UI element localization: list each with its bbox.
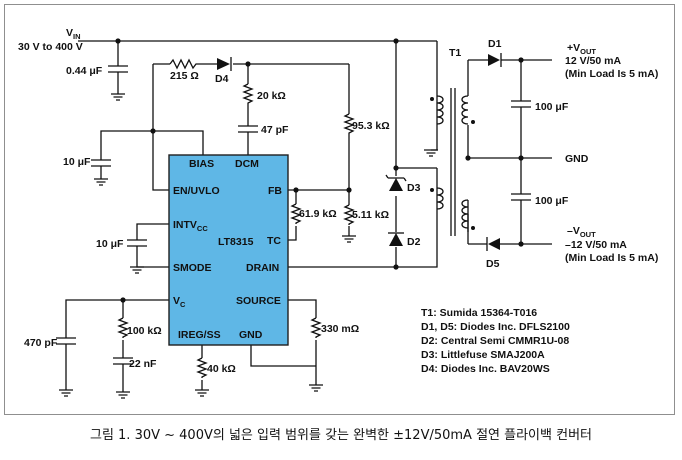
pin-source: SOURCE [236,295,281,307]
pin-tc: TC [267,235,281,247]
label-r-215: 215 Ω [170,70,199,82]
diode-d2 [388,232,404,246]
parts-list-item: D3: Littlefuse SMAJ200A [421,349,545,361]
diodes [217,53,502,251]
pin-smode: SMODE [173,262,212,274]
pin-vc: VC [173,295,186,309]
label-r-40k: 40 kΩ [207,363,236,375]
resistor-215 [169,58,198,70]
parts-list-item: D4: Diodes Inc. BAV20WS [421,363,550,375]
parts-list-item: D1, D5: Diodes Inc. DFLS2100 [421,321,570,333]
pin-gnd: GND [239,329,263,341]
label-d4: D4 [215,73,229,85]
label-c-47p: 47 pF [261,124,289,136]
label-c-470p: 470 pF [24,337,58,349]
pin-bias: BIAS [189,158,214,170]
vout-neg-min: (Min Load Is 5 mA) [565,252,658,264]
pin-ireg: IREG/SS [178,329,221,341]
figure-caption: 그림 1. 30V ~ 400V의 넓은 입력 범위를 갖는 완벽한 ±12V/… [89,428,592,443]
resistor-5k [343,204,355,225]
label-d2: D2 [407,236,421,248]
label-r-61k: 61.9 kΩ [299,208,337,220]
resistor-330m [310,317,322,338]
ground-symbols [59,93,438,399]
label-r-330m: 330 mΩ [321,323,359,335]
diode-d3 [385,174,407,191]
resistor-40k [196,357,208,378]
parts-list-item: D2: Central Semi CMMR1U-08 [421,335,569,347]
label-r-100k: 100 kΩ [127,325,162,337]
pin-en: EN/UVLO [173,185,220,197]
vin-range: 30 V to 400 V [18,41,83,53]
pin-intv: INTVCC [173,219,208,233]
vout-pos-spec: 12 V/50 mA [565,55,621,67]
vout-pos-label: +VOUT [567,42,596,56]
resistor-100k [117,317,129,338]
parts-list: T1: Sumida 15364-T016 D1, D5: Diodes Inc… [421,307,570,375]
label-c-out1: 100 μF [535,101,569,113]
ic-lt8315 [168,154,289,346]
label-d3: D3 [407,182,421,194]
label-c-22n: 22 nF [129,358,157,370]
ic-name: LT8315 [218,236,254,248]
diode-d5 [486,237,500,251]
vout-neg-spec: –12 V/50 mA [565,239,627,251]
pin-dcm: DCM [235,158,259,170]
vout-neg-label: –VOUT [567,225,596,239]
gnd-label: GND [565,153,589,165]
label-d1: D1 [488,38,502,50]
wires [56,40,552,392]
transformer-t1 [430,88,475,236]
resistor-20k [242,83,254,106]
label-t1: T1 [449,47,461,59]
label-c-intv: 10 μF [96,238,124,250]
pin-fb: FB [268,185,282,197]
vin-label: VIN [66,27,81,41]
label-r-20k: 20 kΩ [257,90,286,102]
resistor-61k [290,203,302,224]
diode-d4 [217,57,232,71]
label-c-out2: 100 μF [535,195,569,207]
resistors [117,58,355,378]
pin-drain: DRAIN [246,262,279,274]
label-c-bias: 10 μF [63,156,91,168]
resistor-95k [343,113,355,136]
schematic: BIAS DCM EN/UVLO FB INTVCC LT8315 TC SMO… [18,27,658,399]
label-d5: D5 [486,258,500,270]
diode-d1 [488,53,502,67]
junction-dots [115,38,524,303]
vout-pos-min: (Min Load Is 5 mA) [565,68,658,80]
parts-list-item: T1: Sumida 15364-T016 [421,307,537,319]
label-r-95k: 95.3 kΩ [352,120,390,132]
label-c-in: 0.44 μF [66,65,103,77]
label-r-5k: 5.11 kΩ [352,209,389,221]
